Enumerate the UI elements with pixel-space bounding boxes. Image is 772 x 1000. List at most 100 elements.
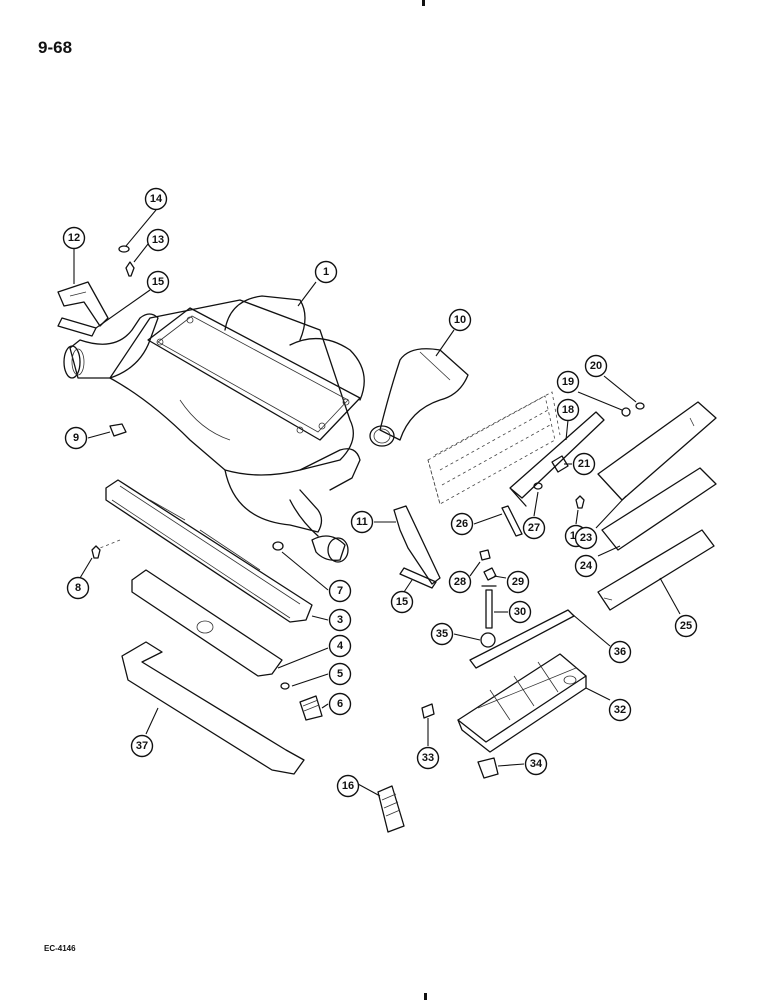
callout-19: 19 bbox=[556, 370, 580, 394]
outlet-duct bbox=[369, 348, 469, 447]
callout-1: 1 bbox=[314, 260, 338, 284]
svg-text:36: 36 bbox=[614, 646, 626, 658]
rod-26 bbox=[501, 505, 523, 537]
bottom-edge-mark bbox=[424, 993, 427, 1000]
clip-21 bbox=[551, 455, 569, 473]
callout-10: 10 bbox=[448, 308, 472, 332]
callout-32: 32 bbox=[608, 698, 632, 722]
svg-text:1: 1 bbox=[323, 266, 329, 278]
callout-27: 27 bbox=[522, 516, 546, 540]
bracket-18 bbox=[509, 411, 605, 507]
nut-34 bbox=[477, 757, 499, 779]
svg-text:7: 7 bbox=[337, 585, 343, 597]
screw-13-lower bbox=[575, 495, 585, 509]
page-number: 9-68 bbox=[38, 38, 73, 57]
clip-33 bbox=[421, 703, 435, 719]
callout-18: 18 bbox=[556, 398, 580, 422]
heater-core bbox=[427, 391, 561, 505]
svg-text:8: 8 bbox=[75, 582, 81, 594]
svg-text:19: 19 bbox=[562, 376, 574, 388]
leader-lines bbox=[73, 209, 681, 797]
reference-code: EC-4146 bbox=[44, 944, 76, 953]
callout-21: 21 bbox=[572, 452, 596, 476]
svg-text:24: 24 bbox=[580, 560, 593, 572]
svg-text:20: 20 bbox=[590, 360, 602, 372]
nut-29 bbox=[483, 567, 497, 581]
svg-text:12: 12 bbox=[68, 232, 80, 244]
panel-4 bbox=[131, 569, 283, 677]
callout-35: 35 bbox=[430, 622, 454, 646]
svg-text:15: 15 bbox=[152, 276, 164, 288]
svg-text:15: 15 bbox=[396, 596, 408, 608]
seal-15-top bbox=[57, 317, 97, 337]
callout-23: 23 bbox=[574, 526, 598, 550]
callout-3: 3 bbox=[328, 608, 352, 632]
svg-text:6: 6 bbox=[337, 698, 343, 710]
seal-15-lower bbox=[399, 567, 437, 589]
filter-23 bbox=[597, 401, 717, 501]
svg-text:33: 33 bbox=[422, 752, 434, 764]
callout-5: 5 bbox=[328, 662, 352, 686]
svg-text:5: 5 bbox=[337, 668, 343, 680]
svg-text:23: 23 bbox=[580, 532, 592, 544]
svg-text:3: 3 bbox=[337, 614, 343, 626]
svg-text:10: 10 bbox=[454, 314, 466, 326]
screw-8 bbox=[91, 545, 101, 559]
callout-12: 12 bbox=[62, 226, 86, 250]
seal-sheet-37 bbox=[121, 641, 305, 775]
lower-housing-3 bbox=[99, 479, 313, 623]
svg-text:18: 18 bbox=[562, 404, 574, 416]
callout-36: 36 bbox=[608, 640, 632, 664]
callout-7: 7 bbox=[328, 579, 352, 603]
callout-29: 29 bbox=[506, 570, 530, 594]
clip-9 bbox=[109, 423, 127, 437]
filter-24 bbox=[601, 467, 717, 551]
blower-housing bbox=[63, 295, 365, 563]
svg-text:27: 27 bbox=[528, 522, 540, 534]
callout-37: 37 bbox=[130, 734, 154, 758]
screw-19 bbox=[621, 407, 631, 417]
svg-text:34: 34 bbox=[530, 758, 543, 770]
svg-text:35: 35 bbox=[436, 628, 448, 640]
callout-14: 14 bbox=[144, 187, 168, 211]
svg-text:16: 16 bbox=[342, 780, 354, 792]
bracket-12 bbox=[57, 281, 109, 327]
svg-text:29: 29 bbox=[512, 576, 524, 588]
callout-15-lower: 15 bbox=[390, 590, 414, 614]
svg-text:11: 11 bbox=[356, 516, 368, 528]
callout-8: 8 bbox=[66, 576, 90, 600]
washer-5 bbox=[280, 682, 290, 690]
callout-30: 30 bbox=[508, 600, 532, 624]
callout-33: 33 bbox=[416, 746, 440, 770]
grille-6 bbox=[299, 695, 323, 721]
frame-25 bbox=[597, 529, 715, 611]
callout-34: 34 bbox=[524, 752, 548, 776]
callout-4: 4 bbox=[328, 634, 352, 658]
callout-11: 11 bbox=[350, 510, 374, 534]
svg-text:37: 37 bbox=[136, 740, 148, 752]
bracket-11 bbox=[393, 505, 441, 585]
svg-text:32: 32 bbox=[614, 704, 626, 716]
callout-26: 26 bbox=[450, 512, 474, 536]
callout-16: 16 bbox=[336, 774, 360, 798]
grommet-27 bbox=[533, 482, 543, 490]
callout-28: 28 bbox=[448, 570, 472, 594]
callout-20: 20 bbox=[584, 354, 608, 378]
svg-text:14: 14 bbox=[150, 193, 163, 205]
tray-32 bbox=[457, 653, 587, 753]
vent-16 bbox=[377, 785, 405, 833]
callout-13-top: 13 bbox=[146, 228, 170, 252]
knob-35 bbox=[480, 632, 496, 648]
svg-text:9: 9 bbox=[73, 432, 79, 444]
callout-24: 24 bbox=[574, 554, 598, 578]
callout-15-top: 15 bbox=[146, 270, 170, 294]
grommet-7 bbox=[272, 541, 284, 551]
washer-20 bbox=[635, 402, 645, 410]
svg-text:4: 4 bbox=[337, 640, 344, 652]
svg-text:25: 25 bbox=[680, 620, 692, 632]
callout-25: 25 bbox=[674, 614, 698, 638]
nut-28 bbox=[479, 549, 491, 561]
svg-text:26: 26 bbox=[456, 518, 468, 530]
callout-9: 9 bbox=[64, 426, 88, 450]
